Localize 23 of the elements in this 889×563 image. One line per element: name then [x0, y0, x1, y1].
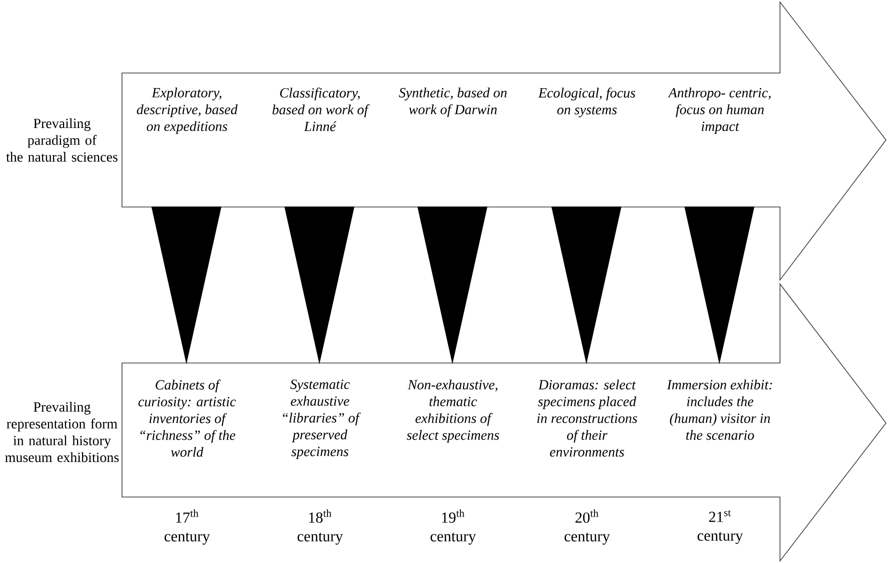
- century-label: 20$^{th}$ century: [564, 509, 610, 545]
- down-arrow: [417, 206, 488, 364]
- arrow-band: [122, 282, 886, 562]
- down-arrow: [551, 206, 622, 364]
- row-heading: Prevailing paradigm of the natural sciences: [6, 118, 118, 162]
- paradigm-text: Ecological, focus on systems: [538, 88, 636, 118]
- paradigm-text: Non-exhaustive, thematic exhibitions of select specimens: [406, 380, 500, 443]
- paradigm-text: Classificatory, based on work of Linné: [272, 88, 370, 132]
- paradigm-text: Cabinets of curiosity: artistic inventories of “richness” of the world: [138, 380, 236, 457]
- down-arrow: [151, 206, 222, 364]
- paradigm-text: Anthropo- centric, focus on human impact: [668, 88, 771, 134]
- paradigm-text: Exploratory, descriptive, based on expeditions: [136, 88, 238, 134]
- row-heading: Prevailing representation form in natural history museum exhibitions: [5, 402, 119, 462]
- paradigm-text: Systematic exhaustive “libraries” of preserved specimens: [282, 380, 361, 460]
- down-arrow: [284, 206, 354, 364]
- paradigm-text: Dioramas: select specimens placed in reconstructions of their environments: [537, 380, 638, 457]
- paradigm-text: Synthetic, based on work of Darwin: [398, 88, 507, 118]
- down-arrow: [684, 206, 754, 364]
- paradigm-text: Immersion exhibit: includes the (human) visitor in the scenario: [666, 380, 772, 440]
- century-label: 21$^{st}$ century: [698, 510, 743, 544]
- century-label: 18$^{th}$ century: [298, 509, 343, 545]
- century-label: 19$^{th}$ century: [430, 509, 476, 545]
- century-label: 17$^{th}$ century: [164, 509, 210, 545]
